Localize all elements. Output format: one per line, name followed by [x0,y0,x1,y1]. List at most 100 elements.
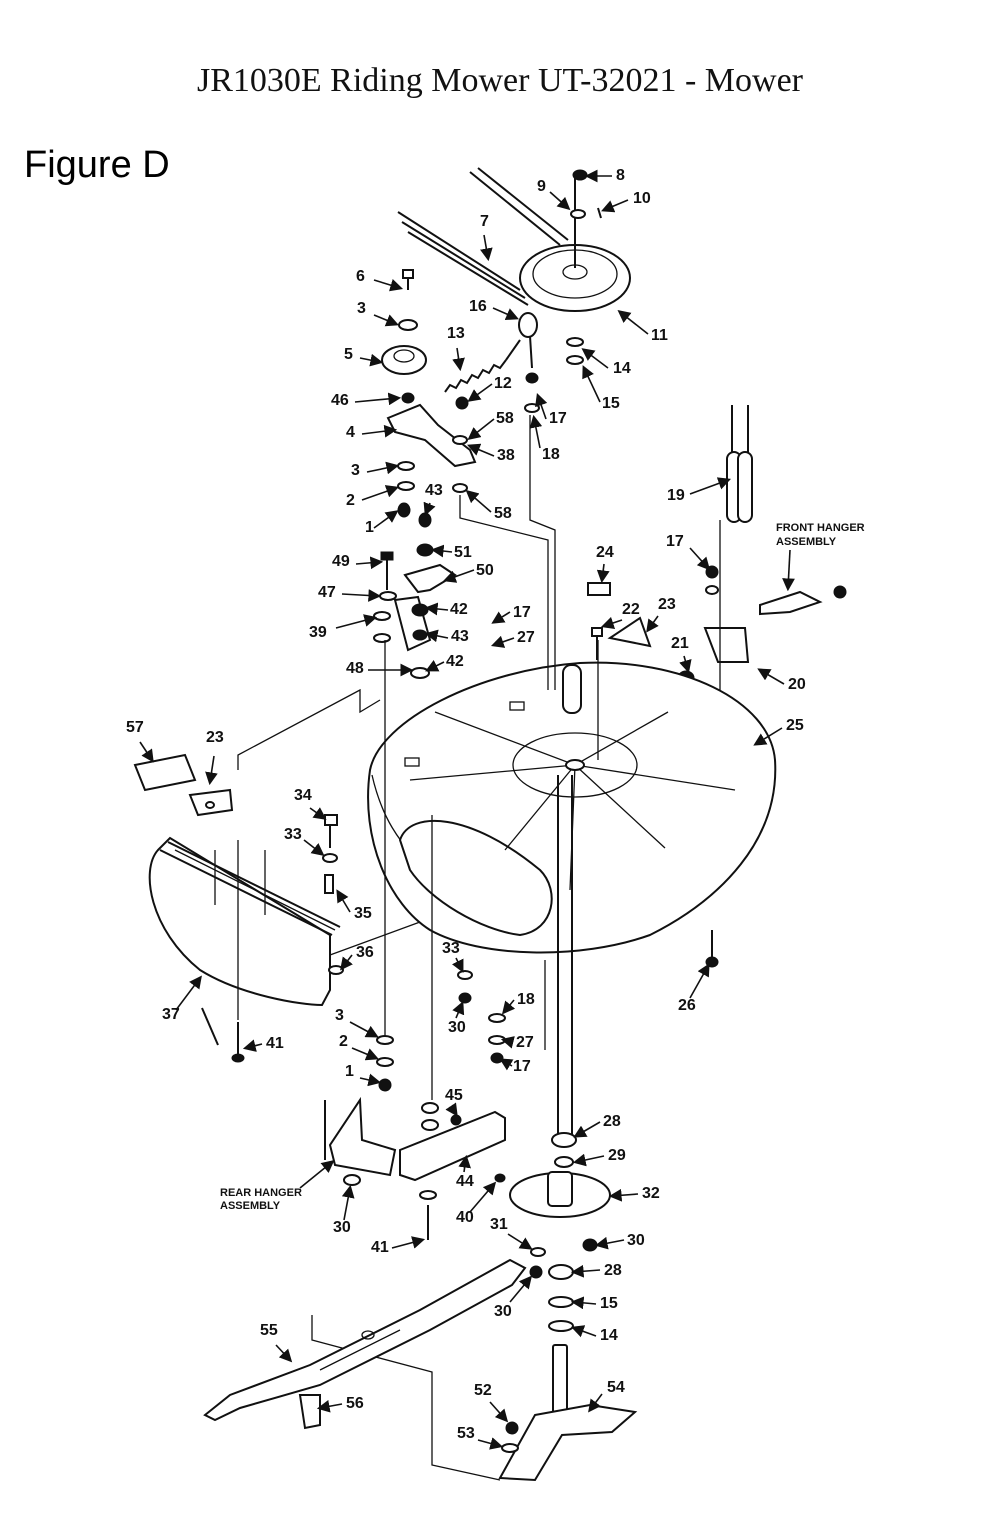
callout-1: 1 [345,1063,354,1080]
callout-12: 12 [494,375,512,392]
callout-leader-34 [309,807,327,820]
callout-10: 10 [633,190,651,207]
fastener-stack-lower [457,930,719,1064]
callout-leader-2 [361,485,400,501]
callout-55: 55 [260,1322,278,1339]
callout-14: 14 [613,360,631,377]
callout-23: 23 [206,729,224,746]
callout-3: 3 [351,462,360,479]
callout-46: 46 [331,392,349,409]
callout-leader-10 [601,199,629,213]
callout-35: 35 [354,905,372,922]
callout-leader-17 [499,1058,514,1071]
callout-leader-25 [753,727,783,746]
callout-leader-6 [373,279,404,292]
rear-hanger-label-line1: REAR HANGER [220,1187,302,1199]
callout-leader-11 [617,310,649,335]
callout-leader-27 [490,635,515,648]
callout-23: 23 [658,596,676,613]
callout-38: 38 [497,447,515,464]
callout-leader-53 [477,1437,504,1450]
callout-17: 17 [666,533,684,550]
callout-22: 22 [622,601,640,618]
callout-leader-7 [480,234,493,262]
callout-48: 48 [346,660,364,677]
callout-leader-3 [366,461,400,475]
callout-17: 17 [549,410,567,427]
callout-18: 18 [542,446,560,463]
callout-17: 17 [513,1058,531,1075]
spindle-assembly [498,775,638,1482]
callout-26: 26 [678,997,696,1014]
callout-leader-30 [452,1001,465,1019]
callout-11: 11 [651,327,668,344]
blade-brake-assembly [373,512,457,679]
callout-58: 58 [494,505,512,522]
callout-41: 41 [266,1035,284,1052]
callout-27: 27 [517,629,535,646]
front-hanger-label-line1: FRONT HANGER [776,522,865,534]
page-title: JR1030E Riding Mower UT-32021 - Mower [197,62,803,99]
callout-leader-13 [452,347,465,372]
callout-leader-30 [509,1275,533,1303]
callout-45: 45 [445,1087,463,1104]
discharge-chute [148,836,341,1046]
callout-leader-30 [594,1236,625,1250]
callout-37: 37 [162,1006,180,1023]
callout-21: 21 [671,635,689,652]
callout-leader-50 [442,569,475,583]
callout-leader-22 [600,616,623,630]
callout-leader-4 [361,424,398,438]
rear-hanger-label-line2: ASSEMBLY [220,1200,281,1212]
callout-leader-28 [573,1121,601,1138]
chute-parts [133,753,344,975]
callout-leader-41 [391,1236,426,1249]
callout-25: 25 [786,717,804,734]
callout-43: 43 [425,482,443,499]
callout-57: 57 [126,719,144,736]
callout-leader-1 [359,1073,382,1087]
callout-leader-28 [570,1264,601,1278]
callout-leader-43 [424,629,449,643]
callout-leader-17 [535,392,548,420]
callout-leader-52 [489,1401,509,1423]
callout-leader-31 [507,1233,533,1250]
callout-15: 15 [602,395,620,412]
callout-28: 28 [603,1113,621,1130]
callout-30: 30 [333,1219,351,1236]
callout-6: 6 [356,268,365,285]
callout-8: 8 [616,167,625,184]
callout-36: 36 [356,944,374,961]
callout-leader-26 [689,963,710,999]
callout-34: 34 [294,787,312,804]
callout-leader-15 [570,1296,597,1310]
callout-leader-27 [500,1036,515,1049]
top-nut [570,169,602,219]
callout-52: 52 [474,1382,492,1399]
callout-leader-14 [581,348,609,369]
fastener-stack-center [452,337,584,493]
callout-24: 24 [596,544,614,561]
callout-leader-16 [492,307,519,321]
callout-leader-19 [689,477,732,495]
mower-blade [203,1258,527,1430]
callout-9: 9 [537,178,546,195]
callout-3: 3 [357,300,366,317]
callout-58: 58 [496,410,514,427]
figure-label: Figure D [24,144,170,186]
callout-leader-3 [349,1021,379,1038]
callout-leader-36 [340,954,353,971]
callout-leader-55 [275,1344,293,1363]
callout-leader-18 [501,999,516,1015]
callout-27: 27 [516,1034,534,1051]
callout-30: 30 [627,1232,645,1249]
callout-leader-33 [451,957,464,973]
callout-4: 4 [346,424,355,441]
callout-leader-3 [373,314,399,327]
callout-28: 28 [604,1262,622,1279]
callout-leader-21 [679,655,692,674]
callout-leader-56 [316,1399,343,1413]
callout-leader-58 [465,489,492,513]
callout-leader-40 [469,1181,497,1213]
